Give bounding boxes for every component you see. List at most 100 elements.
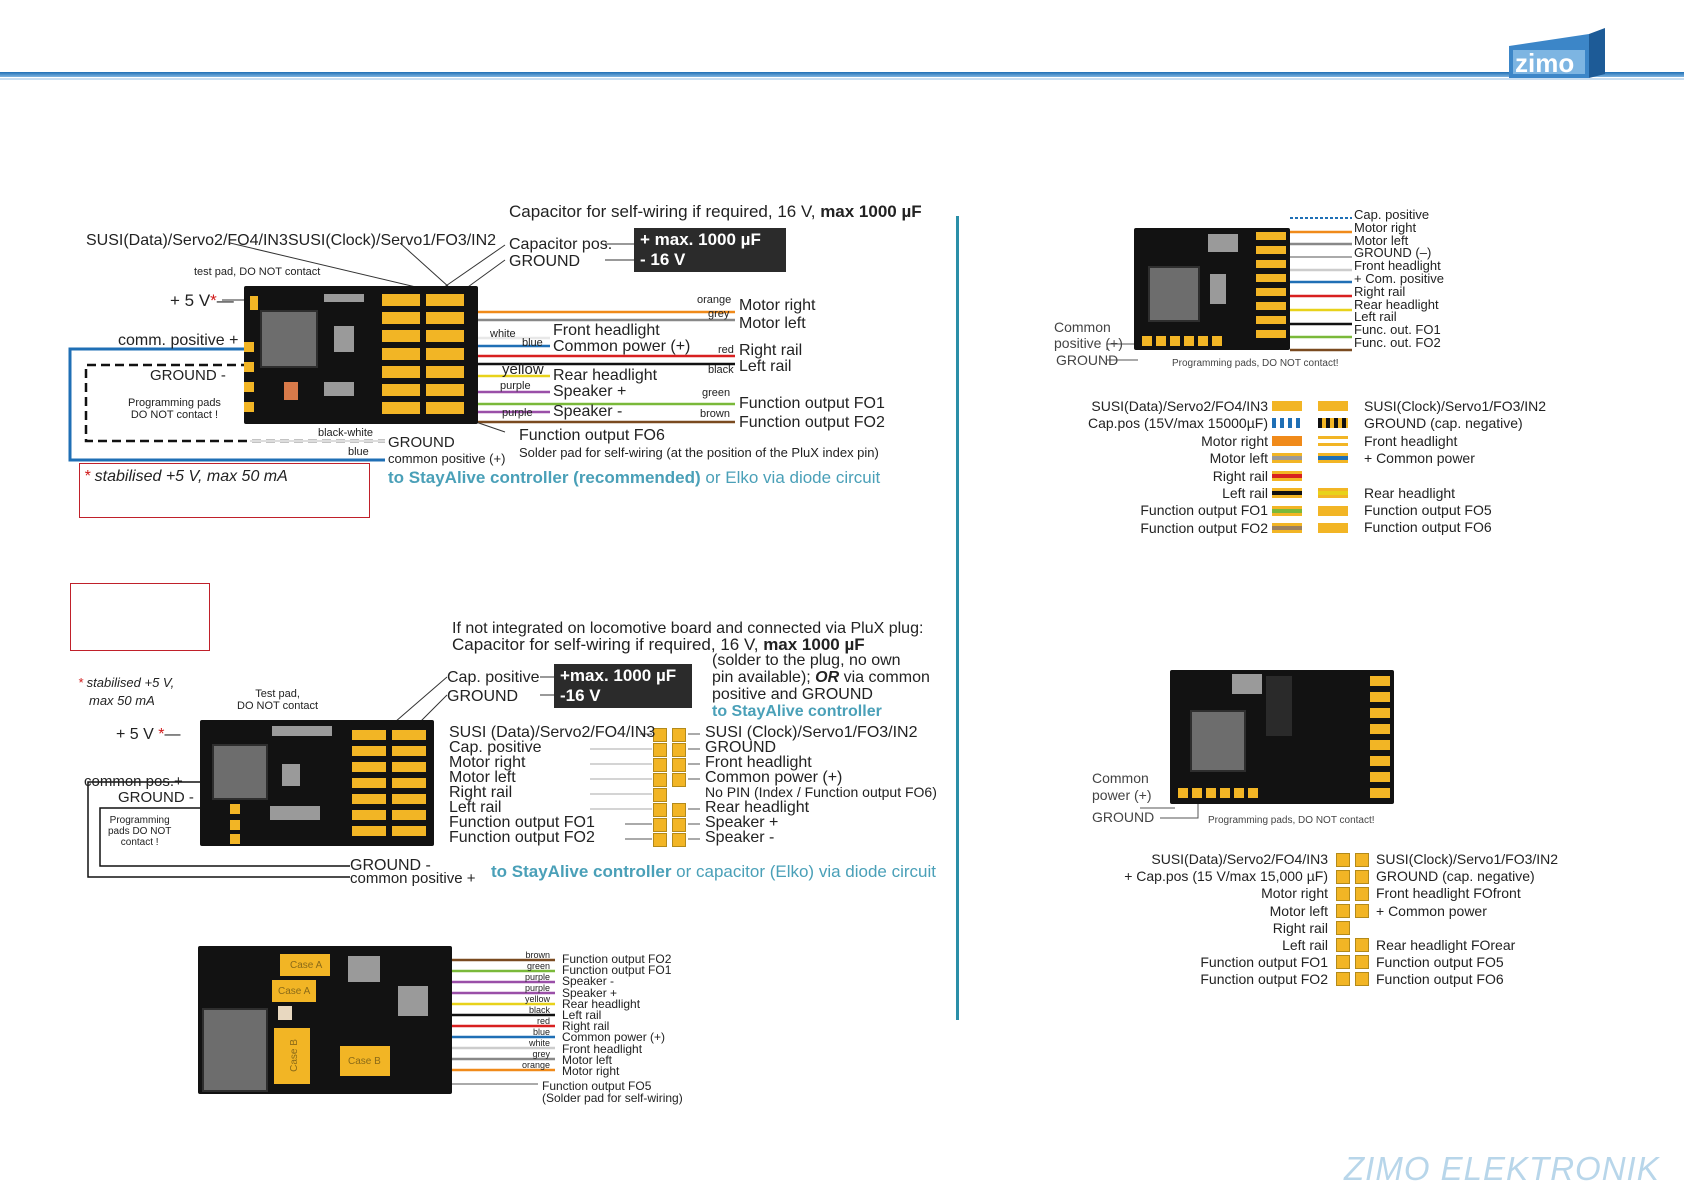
d2-pad <box>352 762 386 772</box>
d1-pad <box>426 366 464 378</box>
d3-fo5-note: Function output FO5 (Solder pad for self… <box>542 1080 683 1104</box>
d1-prog-pads-line2: DO NOT contact ! <box>130 409 219 421</box>
d2-stabilised-star: * <box>78 675 87 690</box>
d2-pad <box>392 794 426 804</box>
d4-left-pin: Function output FO1 <box>1140 502 1268 519</box>
d1-smd <box>324 382 354 396</box>
d3-wire-color: green <box>526 961 550 971</box>
d3-label: Function output FO1 <box>562 963 672 978</box>
d3-label: Right rail <box>562 1019 610 1034</box>
d3-case-a-2 <box>272 980 316 1002</box>
d2-solder-line3: positive and GROUND <box>712 686 873 703</box>
d5-pin <box>1355 904 1369 918</box>
d3-smd <box>348 956 380 982</box>
d4-pin-swatch <box>1318 488 1348 498</box>
d5-pad <box>1370 692 1390 702</box>
d5-pin <box>1336 904 1350 918</box>
d1-pad <box>244 362 254 372</box>
d2-plus5v: + 5 V *— <box>116 726 181 743</box>
d2-prog-1: Programming <box>109 815 170 826</box>
d5-left-pin: Function output FO1 <box>1200 954 1328 971</box>
d5-pad <box>1178 788 1188 798</box>
d4-pad <box>1212 336 1222 346</box>
d4-label: Front headlight <box>1354 258 1441 274</box>
d2-stabilised-2: max 50 mA <box>89 693 155 708</box>
d2-solder-line4: to StayAlive controller <box>712 703 882 720</box>
d1-pad <box>382 348 420 360</box>
d5-pad <box>1370 788 1390 798</box>
d4-prog-label: Programming pads, DO NOT contact! <box>1172 358 1339 369</box>
d2-pin <box>672 803 686 817</box>
d1-comm-pos-label: comm. positive + <box>118 332 239 349</box>
d2-pin <box>653 833 667 847</box>
d4-common-label: Common positive (+) <box>1054 319 1123 351</box>
d2-pad <box>392 746 426 756</box>
d2-solder-2c: via common <box>839 669 930 686</box>
d5-pad <box>1370 772 1390 782</box>
svg-text:zimo: zimo <box>1515 48 1574 78</box>
d4-left-pin: SUSI(Data)/Servo2/FO4/IN3 <box>1091 398 1268 414</box>
d3-wire-color: brown <box>525 950 550 960</box>
d4-label: Cap. positive <box>1354 207 1430 222</box>
d3-case-b-1 <box>274 1028 310 1084</box>
d2-right-pin-labels: SUSI (Clock)/Servo1/FO3/IN2 GROUND Front… <box>705 725 937 846</box>
d2-pad <box>352 810 386 820</box>
d2-pin <box>672 728 686 742</box>
d1-wire-white: white <box>490 328 516 340</box>
d5-prog-label: Programming pads, DO NOT contact! <box>1208 815 1375 826</box>
d2-pad <box>392 762 426 772</box>
d4-ground-label: GROUND <box>1056 352 1119 368</box>
d2-note-2-bold: max 1000 µF <box>763 635 865 654</box>
d5-pin <box>1355 938 1369 952</box>
d2-pad <box>352 826 386 836</box>
d3-fo5-line2: (Solder pad for self-wiring) <box>542 1091 683 1105</box>
d5-left-pins: SUSI(Data)/Servo2/FO4/IN3 + Cap.pos (15 … <box>1000 851 1328 989</box>
d4-label: Motor right <box>1354 219 1417 235</box>
d5-common-label: Common power (+) <box>1092 770 1152 804</box>
d1-stayalive: to StayAlive controller (recommended) or… <box>388 468 880 488</box>
d3-wire-color: red <box>536 1016 550 1026</box>
d1-wire-grey: grey <box>708 308 730 320</box>
d5-pad <box>1370 676 1390 686</box>
d1-rear-headlight: Rear headlight <box>553 367 658 384</box>
d2-pad <box>392 778 426 788</box>
d4-label: GROUND (–) <box>1354 245 1432 261</box>
d2-pad <box>352 794 386 804</box>
d1-pad <box>426 402 464 414</box>
d1-pad <box>382 330 420 342</box>
d4-pin-swatch <box>1272 471 1302 481</box>
d1-pad <box>244 342 254 352</box>
d5-left-pin: SUSI(Data)/Servo2/FO4/IN3 <box>1151 851 1328 867</box>
d2-left-pin: Function output FO2 <box>449 829 595 846</box>
d2-solder-line1: (solder to the plug, no own <box>712 652 901 669</box>
d1-common-positive: common positive (+) <box>388 451 506 466</box>
d1-ground-label: GROUND <box>509 253 581 270</box>
d4-right-pin: + Common power <box>1364 450 1475 467</box>
d5-right-pin: Function output FO6 <box>1376 971 1504 988</box>
d5-ground-label: GROUND <box>1092 809 1155 825</box>
d2-smd <box>282 764 300 786</box>
d1-cap-title: Capacitor for self-wiring if required, 1… <box>509 202 922 222</box>
d4-pad <box>1256 246 1286 254</box>
d2-mcu-chip <box>212 744 268 800</box>
d1-speaker-minus: Speaker - <box>553 403 623 420</box>
d3-smd <box>398 986 428 1016</box>
d1-stabilised-box <box>79 463 370 518</box>
d4-pin-swatch <box>1272 488 1302 498</box>
d1-fo1: Function output FO1 <box>739 395 885 412</box>
d1-pad <box>426 330 464 342</box>
d2-pad <box>230 834 240 844</box>
d2-pin <box>672 833 686 847</box>
d5-pad <box>1370 708 1390 718</box>
d1-smd <box>334 326 354 352</box>
d4-mcu-chip <box>1148 266 1200 322</box>
d4-pad <box>1170 336 1180 346</box>
d4-pin-swatch <box>1272 436 1302 446</box>
d4-right-pin: GROUND (cap. negative) <box>1364 415 1523 432</box>
d2-pin <box>672 773 686 787</box>
d2-right-pin: GROUND <box>705 739 777 756</box>
d3-label: Motor right <box>562 1064 620 1079</box>
